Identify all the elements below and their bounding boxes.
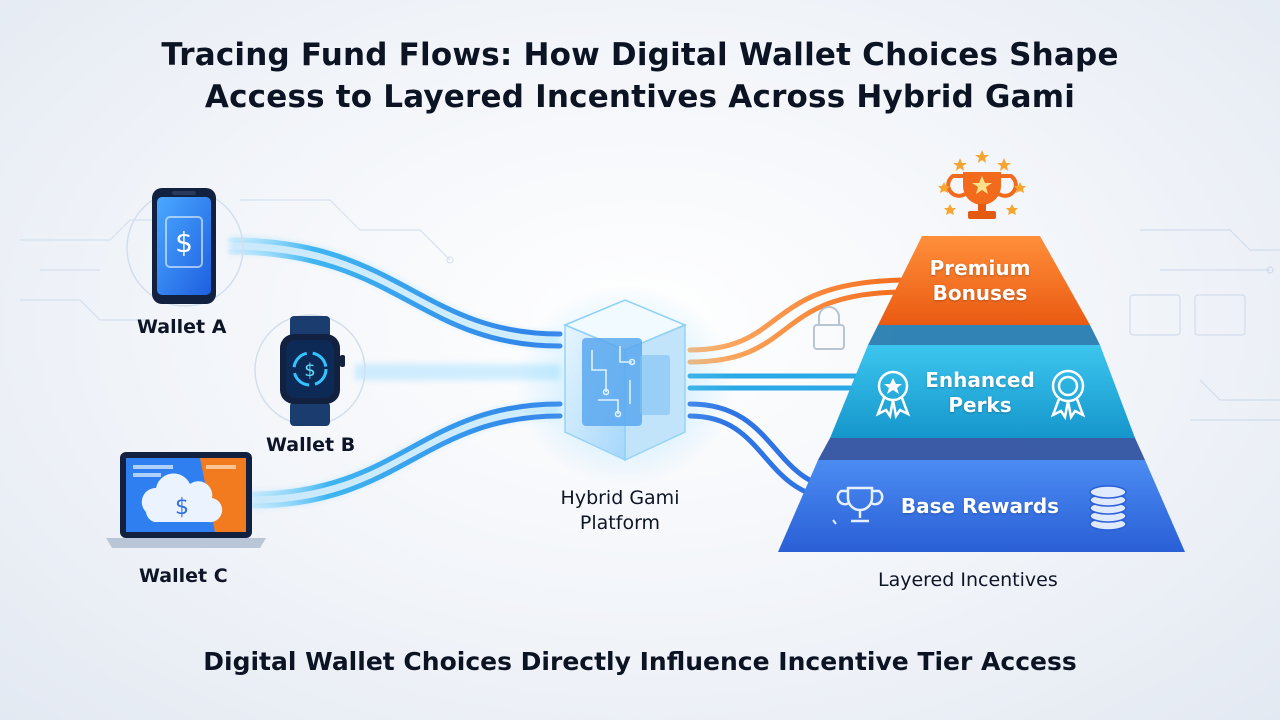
footer-caption: Digital Wallet Choices Directly Influenc…: [203, 647, 1077, 676]
lock-icon: [813, 306, 845, 350]
wallet-a-label: Wallet A: [137, 316, 227, 338]
platform-label-line-2: Platform: [579, 512, 661, 534]
wallet-c-label: Wallet C: [139, 565, 228, 587]
circuit-decoration-right: [1129, 229, 1280, 421]
wallet-c-symbol: $: [175, 495, 189, 520]
wallet-a-symbol: $: [175, 226, 193, 259]
pyramid: [778, 236, 1185, 552]
pyramid-label: Layered Incentives: [878, 569, 1058, 591]
tier-premium: [878, 236, 1090, 325]
tier-premium-label: Premium Bonuses: [880, 256, 1080, 306]
base-coin-stack-icon: [1089, 485, 1127, 531]
platform-label-line-1: Hybrid Gami: [560, 487, 680, 509]
enhanced-badge-icon-left: [875, 370, 911, 420]
tier-base-line-1: Base Rewards: [900, 494, 1060, 518]
wallet-b-label: Wallet B: [266, 434, 356, 456]
platform-label: Hybrid Gami Platform: [520, 486, 720, 536]
tier-enhanced-line-2: Perks: [948, 393, 1012, 417]
title-line-2: Access to Layered Incentives Across Hybr…: [204, 79, 1076, 115]
tier-premium-line-2: Bonuses: [932, 281, 1028, 305]
tier-enhanced-shelf: [868, 325, 1100, 345]
wallet-b-symbol: $: [304, 360, 315, 381]
tier-enhanced: [830, 345, 1135, 438]
tier-premium-line-1: Premium: [929, 256, 1031, 280]
flow-wallet-a: [227, 237, 563, 349]
platform-circuit-cube-icon: [515, 285, 735, 485]
top-trophy-icon: [938, 150, 1026, 219]
tier-enhanced-label: Enhanced Perks: [880, 368, 1080, 418]
wallet-c-laptop-icon: [106, 452, 266, 548]
tier-enhanced-line-1: Enhanced: [925, 368, 1035, 392]
enhanced-badge-icon-right: [1050, 369, 1086, 421]
wallet-a-smartphone-icon: [126, 188, 244, 307]
tier-base: [778, 460, 1185, 552]
circuit-decoration-left: [20, 199, 454, 321]
page-title: Tracing Fund Flows: How Digital Wallet C…: [0, 34, 1280, 118]
title-line-1: Tracing Fund Flows: How Digital Wallet C…: [161, 37, 1119, 73]
tier-base-shelf: [818, 438, 1145, 460]
wallet-b-smartwatch-icon: [254, 314, 366, 426]
flow-wallet-c: [247, 401, 563, 509]
tier-base-label: Base Rewards: [880, 494, 1080, 519]
base-trophy-icon: [832, 486, 884, 525]
